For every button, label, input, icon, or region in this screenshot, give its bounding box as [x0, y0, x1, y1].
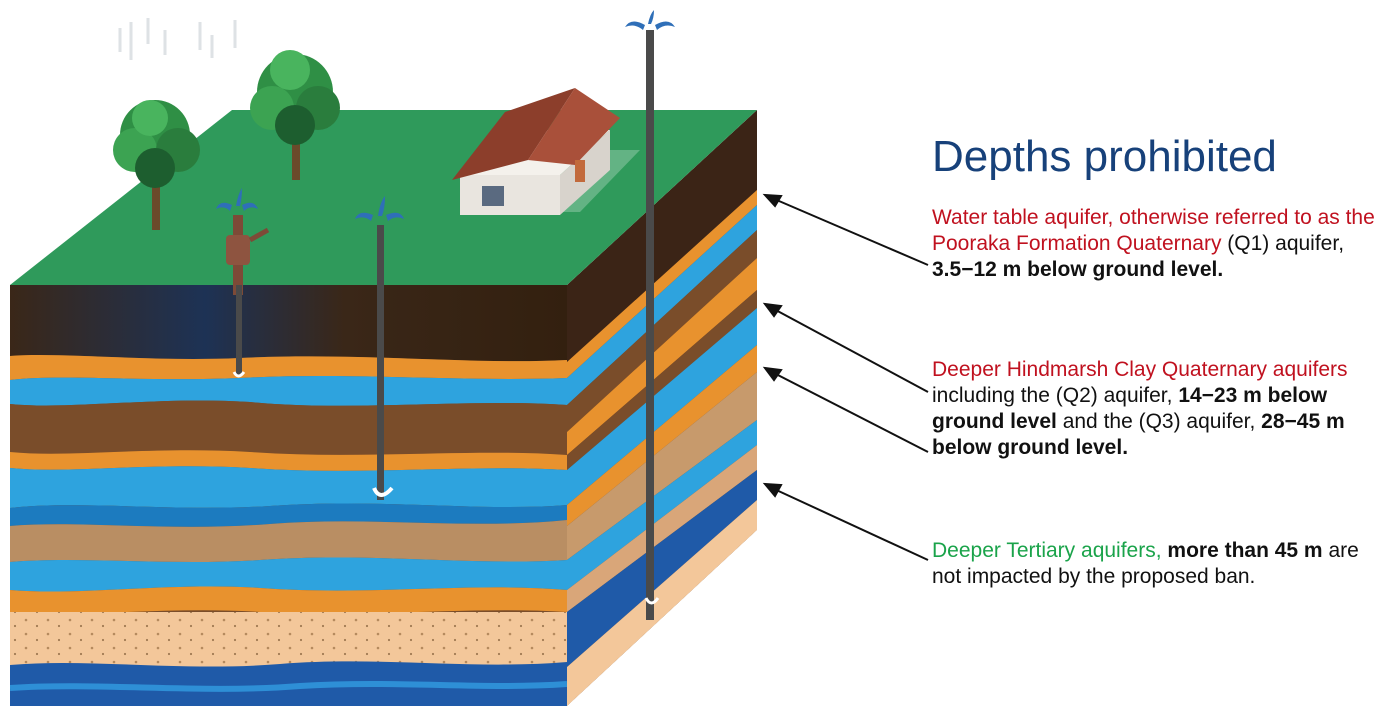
q2-aquifer-layer: [10, 466, 567, 508]
q2-aquifer-text: including the (Q2) aquifer,: [932, 384, 1179, 407]
front-face: [10, 285, 567, 706]
water-spout-icon: [625, 10, 675, 30]
bore-return-icon: [644, 597, 660, 605]
tree-icon: [113, 100, 200, 230]
rain: [118, 18, 237, 60]
side-face: [567, 110, 757, 706]
tree-icon: [250, 50, 340, 180]
bore-return-icon: [372, 486, 394, 497]
q3-aquifer-depth: 28−45 m below ground level.: [932, 410, 1345, 459]
water-spout-icon: [355, 196, 404, 221]
q2-q3-aquifer-description: Deeper Hindmarsh Clay Quaternary aquifer…: [932, 357, 1387, 461]
bore-pipe: [377, 225, 384, 500]
q2-aquifer-depth: 14−23 m below ground level: [932, 384, 1328, 433]
tertiary-aquifer-description: Deeper Tertiary aquifers, more than 45 m…: [932, 538, 1387, 590]
orange-layer-1: [10, 355, 567, 380]
tertiary-aquifer-text: are not impacted by the proposed ban.: [932, 539, 1359, 588]
q3-aquifer-text: and the (Q3) aquifer,: [1056, 410, 1262, 433]
q1-aquifer-description: Water table aquifer, otherwise referred …: [932, 205, 1387, 283]
hand-pump-icon: [226, 215, 270, 375]
q2-q3-aquifer-name: Deeper Hindmarsh Clay Quaternary aquifer…: [932, 358, 1348, 381]
q1-aquifer-name: Water table aquifer, otherwise referred …: [932, 206, 1375, 255]
q1-aquifer-depth: 3.5−12 m below ground level.: [932, 258, 1224, 281]
q3-aquifer-layer: [10, 557, 567, 592]
clay-layer: [10, 400, 567, 455]
tertiary-aquifer-depth: more than 45 m: [1167, 539, 1323, 562]
topsoil-layer: [10, 285, 567, 362]
orange-layer-2: [10, 450, 567, 471]
tertiary-aquifer-layer: [10, 661, 567, 706]
callout-arrows: [762, 193, 929, 561]
water-spout-icon: [216, 188, 258, 211]
q1-aquifer-text: (Q1) aquifer,: [1221, 232, 1345, 255]
tertiary-aquifer-name: Deeper Tertiary aquifers,: [932, 539, 1168, 562]
q1-aquifer-layer: [10, 376, 567, 406]
sandy-clay-layer: [10, 520, 567, 562]
orange-layer-3: [10, 586, 567, 614]
page-title: Depths prohibited: [932, 132, 1277, 181]
bore-pipe: [646, 30, 654, 620]
bore-return-icon: [232, 371, 246, 378]
house-icon: [452, 88, 620, 215]
